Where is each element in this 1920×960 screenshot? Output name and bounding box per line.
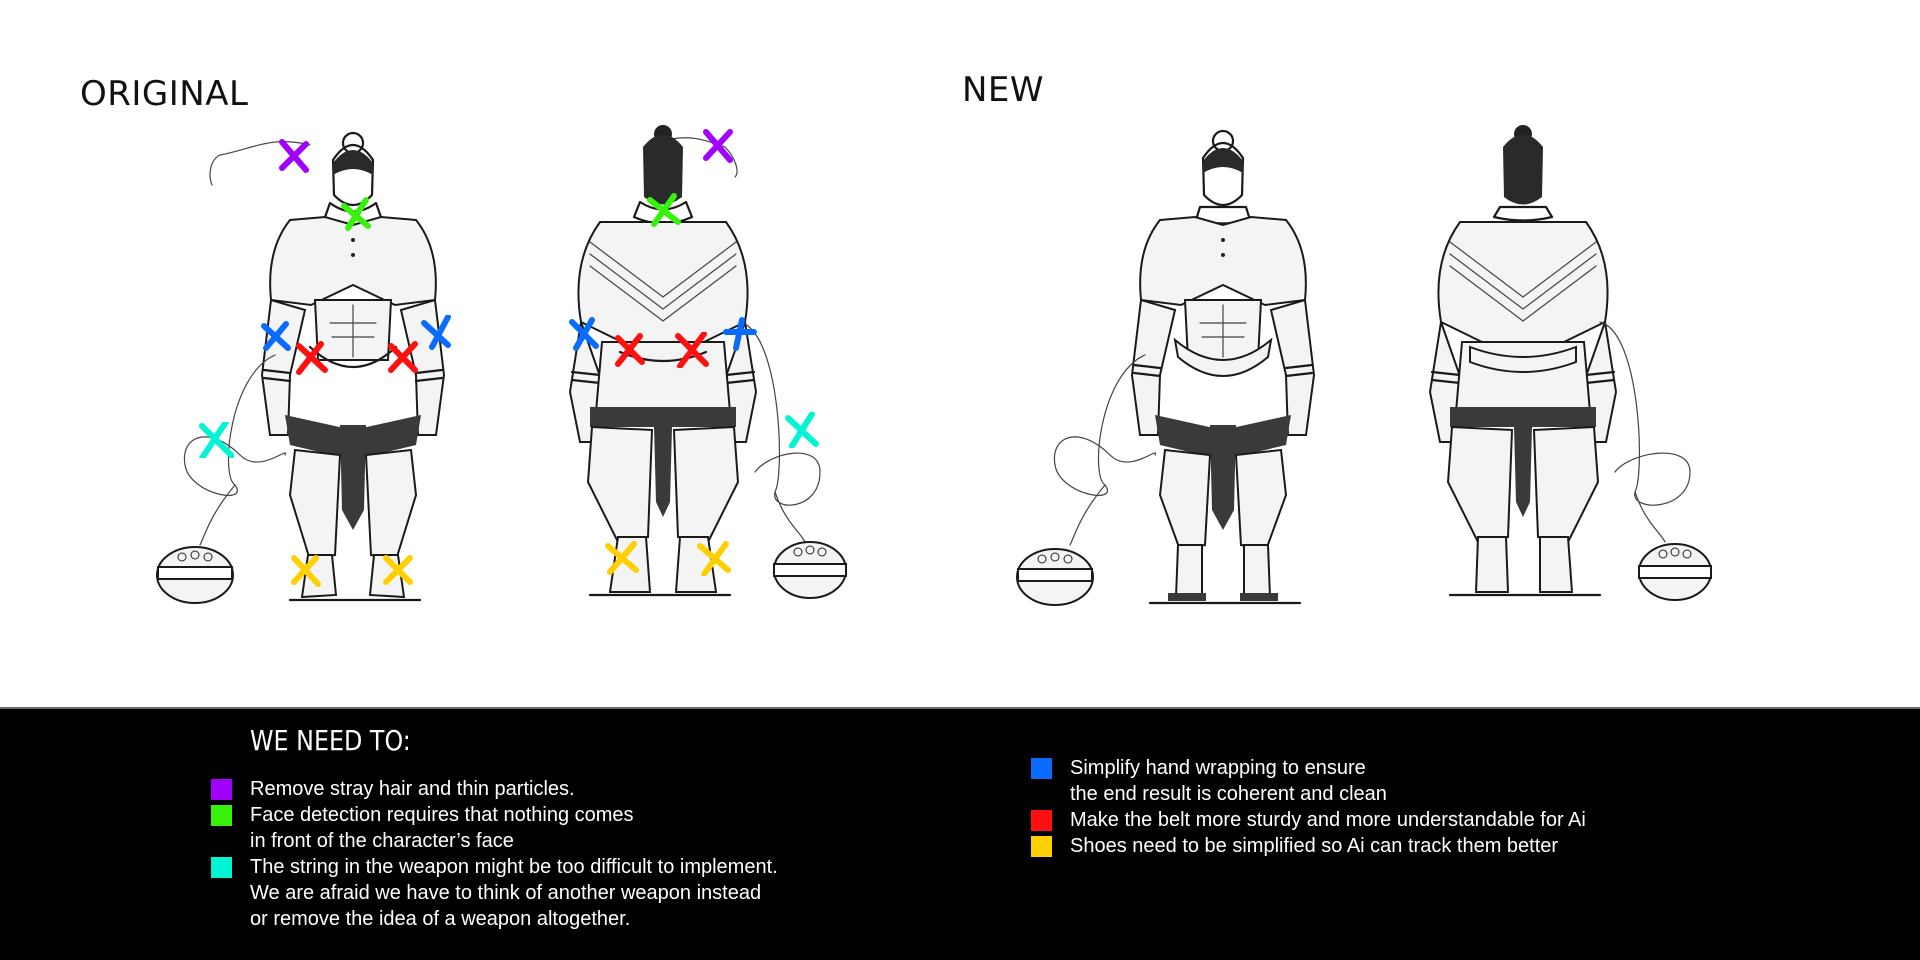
color-swatch-red: [1031, 810, 1052, 831]
x-marker-blue-hand-left: [566, 316, 602, 352]
cross-icon: [647, 193, 681, 227]
note-item-belt: Make the belt more sturdy and more under…: [1031, 807, 1731, 833]
note-item-stray-hair: Remove stray hair and thin particles.: [211, 776, 911, 802]
notes-panel: WE NEED TO: Remove stray hair and thin p…: [0, 707, 1920, 960]
character-back-sketch-revised: [1428, 125, 1712, 601]
x-marker-yellow-shoe-right: [380, 552, 416, 588]
cross-icon: [605, 541, 639, 575]
x-marker-yellow-shoe-left: [604, 540, 640, 576]
note-text: Remove stray hair and thin particles.: [250, 778, 575, 800]
note-item-face-detection: Face detection requires that nothing com…: [211, 802, 911, 854]
color-swatch-blue: [1031, 758, 1052, 779]
x-marker-red-belt-right: [385, 340, 421, 376]
figure-original-back: [530, 122, 870, 612]
figure-new-back: [1420, 122, 1760, 612]
cross-icon: [421, 315, 451, 350]
cross-icon: [615, 333, 645, 367]
heading-original: ORIGINAL: [80, 74, 249, 114]
color-swatch-purple: [211, 779, 232, 800]
cross-icon: [697, 541, 731, 576]
note-text: Shoes need to be simplified so Ai can tr…: [1070, 835, 1559, 857]
cross-icon: [341, 197, 371, 231]
cross-icon: [199, 422, 234, 458]
color-swatch-cyan: [211, 857, 232, 878]
notes-list-right: Simplify hand wrapping to ensure the end…: [1031, 755, 1731, 859]
cross-icon: [261, 321, 291, 351]
character-back-sketch: [568, 125, 847, 599]
cross-icon: [296, 341, 328, 375]
cross-icon: [291, 555, 321, 587]
x-marker-red-belt-left: [293, 340, 329, 376]
note-text: The string in the weapon might be too di…: [250, 856, 778, 930]
cross-icon: [569, 317, 599, 351]
note-item-shoes: Shoes need to be simplified so Ai can tr…: [1031, 833, 1731, 859]
note-text: Face detection requires that nothing com…: [250, 804, 634, 852]
x-marker-yellow-shoe-right: [696, 540, 732, 576]
color-swatch-green: [211, 805, 232, 826]
note-text: Simplify hand wrapping to ensure the end…: [1070, 757, 1387, 805]
x-marker-cyan-string: [784, 412, 820, 448]
x-marker-blue-hand-left: [258, 318, 294, 354]
character-front-sketch-revised: [1016, 129, 1316, 606]
cross-icon: [785, 412, 819, 448]
cross-icon: [388, 341, 418, 373]
cross-icon: [703, 129, 733, 163]
note-item-hand-wrapping: Simplify hand wrapping to ensure the end…: [1031, 755, 1731, 807]
comparison-sheet: ORIGINAL NEW: [80, 70, 1760, 615]
notes-title: WE NEED TO:: [250, 724, 411, 757]
x-marker-purple-hair: [276, 138, 312, 174]
notes-list-left: Remove stray hair and thin particles. Fa…: [211, 776, 911, 932]
cross-icon: [675, 332, 709, 368]
x-marker-red-belt-left: [612, 332, 648, 368]
heading-new: NEW: [962, 70, 1045, 110]
x-marker-blue-hand-right: [722, 316, 758, 352]
x-marker-green-face: [646, 192, 682, 228]
figure-new-front: [1010, 125, 1330, 615]
x-marker-purple-hair: [700, 128, 736, 164]
x-marker-red-belt-right: [674, 332, 710, 368]
cross-icon: [383, 555, 413, 585]
x-marker-green-face: [338, 196, 374, 232]
note-item-weapon-string: The string in the weapon might be too di…: [211, 854, 911, 932]
cross-icon: [723, 317, 757, 351]
color-swatch-yellow: [1031, 836, 1052, 857]
x-marker-cyan-string: [198, 422, 234, 458]
x-marker-yellow-shoe-left: [288, 552, 324, 588]
x-marker-blue-hand-right: [418, 315, 454, 351]
cross-icon: [279, 139, 309, 173]
note-text: Make the belt more sturdy and more under…: [1070, 809, 1586, 831]
